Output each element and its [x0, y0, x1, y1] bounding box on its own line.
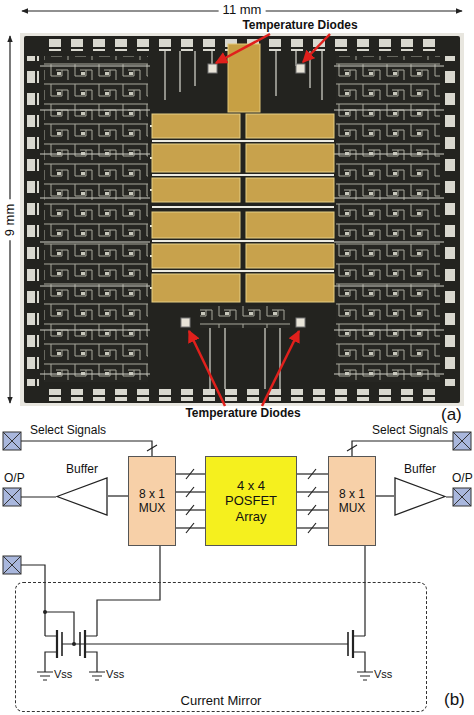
ground-symbol [37, 672, 373, 680]
buffer-outline [395, 478, 445, 515]
callout-label: Temperature Diodes [185, 407, 300, 421]
readout-circuitry [200, 306, 290, 328]
buffer-amplifier: Buffer [56, 462, 108, 516]
panel-label: (a) [441, 405, 462, 425]
bond-pads [445, 56, 457, 386]
signal-wire [376, 495, 394, 496]
readout-circuitry [336, 56, 440, 382]
chip-photo [20, 33, 464, 406]
node-text: 8 x 1 MUX [331, 487, 373, 516]
bus-wire [176, 491, 205, 492]
metal-wiring [150, 126, 334, 288]
bus-wire [297, 491, 328, 492]
metal-wiring [152, 141, 334, 271]
buffer-triangle [394, 477, 446, 516]
pin-name: O/P [4, 472, 25, 486]
bus-wire [176, 473, 205, 474]
node-text: Buffer [66, 462, 98, 477]
current-mirror-group: Current Mirror [15, 582, 427, 712]
node-text: Buffer [404, 462, 436, 477]
bus-wire [297, 473, 328, 474]
photo-frame [20, 33, 464, 406]
bus-wire [297, 527, 328, 528]
signal-wire [364, 546, 365, 582]
bond-pads [27, 56, 39, 386]
bus-wire [297, 509, 328, 510]
supply-name: Vss [374, 668, 392, 681]
dimension-label: 11 mm [219, 3, 266, 18]
bond-pads [40, 389, 444, 401]
panel-label: (b) [444, 690, 465, 710]
signal-wire [159, 546, 160, 582]
buffer-amplifier: Buffer [394, 462, 446, 516]
bus-wire [176, 527, 205, 528]
multiplexer-block: 8 x 1 MUX [128, 456, 176, 546]
callout-arrow [189, 34, 330, 406]
node-text: 8 x 1 MUX [131, 487, 173, 516]
signal-name: Select Signals [30, 424, 106, 438]
nmos-transistor [45, 630, 365, 672]
buffer-triangle [56, 477, 108, 516]
metal-wiring [210, 328, 280, 389]
sensor-array-block: 4 x 4 POSFET Array [205, 456, 297, 546]
node-text: 4 x 4 POSFET Array [218, 478, 284, 525]
signal-name: Select Signals [372, 424, 448, 438]
temperature-diode [181, 64, 305, 327]
node-text: Current Mirror [181, 693, 262, 708]
signal-wire [108, 495, 128, 496]
io-pads [3, 432, 471, 574]
junction-dot [43, 610, 76, 646]
callout-label: Temperature Diodes [242, 19, 357, 33]
buffer-outline [57, 478, 107, 515]
chip-die [24, 36, 460, 403]
readout-circuitry [44, 56, 148, 382]
bus-wire [176, 509, 205, 510]
dimension-label: 9 mm [3, 200, 18, 241]
multiplexer-block: 8 x 1 MUX [328, 456, 376, 546]
pin-name: O/P [452, 472, 473, 486]
supply-name: Vss [54, 668, 72, 681]
schematic-wires [21, 441, 453, 644]
supply-name: Vss [106, 668, 124, 681]
gold-electrodes [152, 114, 334, 302]
